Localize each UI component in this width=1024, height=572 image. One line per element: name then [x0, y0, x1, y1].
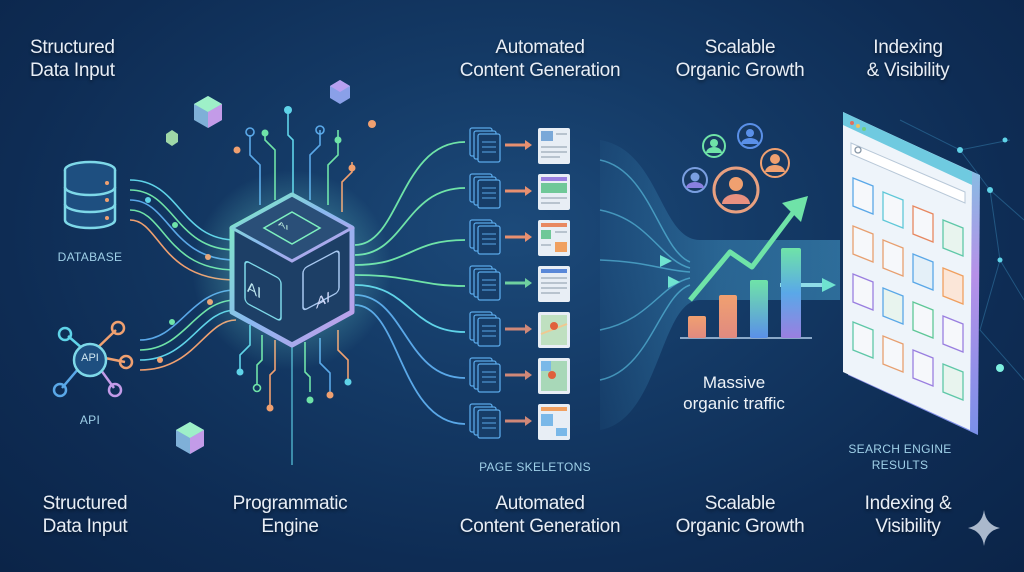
user-avatar-icon	[702, 134, 726, 158]
title-line: Automated	[495, 37, 585, 58]
floating-cube-4	[176, 422, 204, 454]
user-avatar-icons	[682, 123, 790, 214]
top-title-organic-growth: Scalable Organic Growth	[660, 36, 820, 82]
label-line: SEARCH ENGINE	[848, 442, 952, 456]
bottom-title-indexing: Indexing & Visibility	[846, 492, 970, 538]
user-avatar-icon	[682, 167, 708, 193]
title-line: Structured	[42, 493, 128, 514]
bar-chart-icon	[680, 248, 812, 339]
top-title-structured-data: Structured Data Input	[30, 36, 115, 82]
title-line: Engine	[261, 516, 319, 537]
bottom-title-programmatic-engine: Programmatic Engine	[220, 492, 360, 538]
label-line: RESULTS	[871, 458, 929, 472]
flow-lines	[599, 159, 691, 381]
api-node-text: API	[81, 352, 99, 364]
title-line: Automated	[495, 493, 585, 514]
caption-line: Massive	[702, 373, 766, 392]
title-line: Organic Growth	[675, 60, 805, 81]
top-title-indexing: Indexing & Visibility	[846, 36, 970, 82]
result-cards	[852, 177, 964, 401]
api-label: API	[79, 413, 101, 427]
database-icon	[63, 160, 117, 230]
floating-cube-1	[194, 96, 222, 128]
title-line: Data Input	[30, 60, 115, 81]
bottom-title-structured-data: Structured Data Input	[30, 492, 140, 538]
title-line: Visibility	[875, 516, 941, 537]
title-line: Data Input	[42, 516, 128, 537]
user-avatar-icon	[712, 166, 760, 214]
network-nodes	[957, 137, 1008, 372]
search-icon	[854, 146, 862, 154]
floating-cube-2	[330, 80, 350, 104]
database-label: DATABASE	[57, 250, 123, 264]
title-line: Scalable	[704, 37, 776, 58]
bottom-title-content-generation: Automated Content Generation	[440, 492, 640, 538]
title-line: Indexing &	[864, 493, 952, 514]
user-avatar-icon	[737, 123, 763, 149]
title-line: Content Generation	[459, 60, 621, 81]
floating-dot	[368, 120, 376, 128]
ai-chip-cube-icon	[228, 192, 356, 348]
page-skeletons-label: PAGE SKELETONS	[479, 460, 591, 474]
page-skeleton-rows	[469, 127, 570, 440]
bottom-trace-nodes	[236, 368, 352, 412]
title-line: Organic Growth	[675, 516, 805, 537]
traffic-flow-band	[600, 140, 840, 430]
top-title-content-generation: Automated Content Generation	[440, 36, 640, 82]
top-trace-nodes	[233, 106, 356, 172]
caption-line: organic traffic	[683, 394, 785, 413]
sparkle-icon	[968, 510, 1000, 546]
title-line: Content Generation	[459, 516, 621, 537]
bottom-title-organic-growth: Scalable Organic Growth	[660, 492, 820, 538]
growth-arrow-icon	[688, 196, 808, 302]
title-line: Structured	[30, 37, 115, 58]
title-line: Indexing	[873, 37, 943, 58]
flow-arrows	[660, 255, 836, 292]
title-line: & Visibility	[866, 60, 950, 81]
traffic-caption: Massive organic traffic	[664, 372, 804, 414]
title-line: Scalable	[704, 493, 776, 514]
floating-cube-3	[166, 130, 178, 146]
title-line: Programmatic	[232, 493, 348, 514]
search-results-label: SEARCH ENGINE RESULTS	[840, 441, 960, 473]
api-network-icon	[52, 320, 134, 398]
user-avatar-icon	[760, 148, 790, 178]
